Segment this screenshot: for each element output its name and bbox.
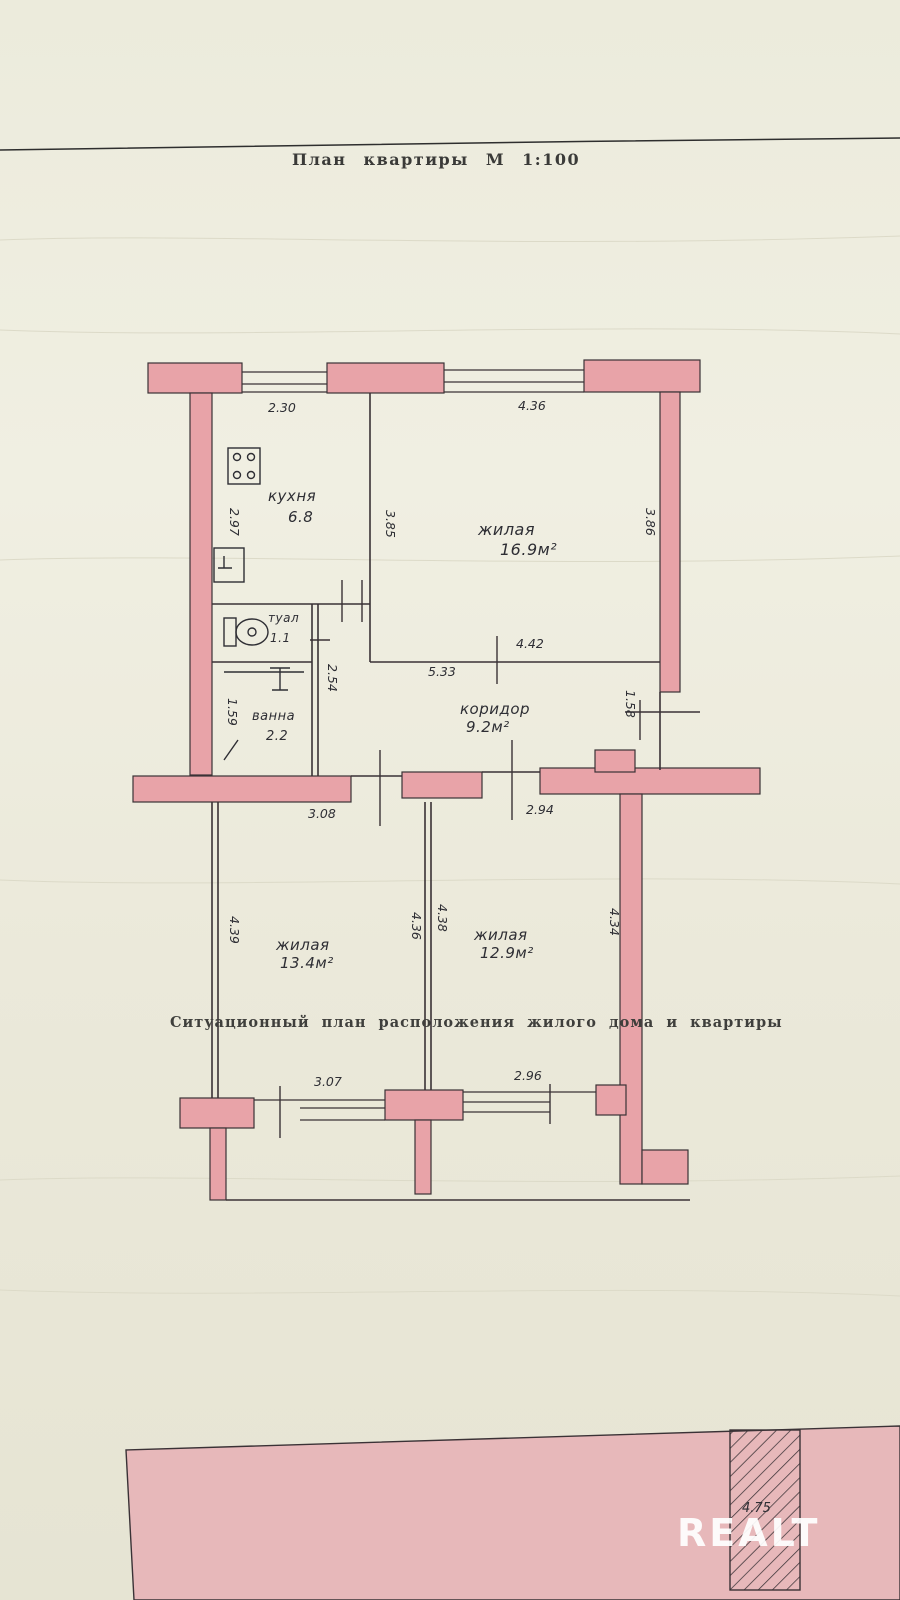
- bath-icon: [223, 667, 304, 761]
- living-left-area: 13.4м²: [280, 954, 334, 972]
- situational-plan-box: [125, 1425, 900, 1600]
- wall-left: [189, 392, 213, 776]
- dim-living-big-bottom: 4.42: [516, 636, 544, 651]
- bathroom-area: 2.2: [266, 729, 289, 744]
- wall-top-left: [147, 362, 243, 394]
- wall-niche: [594, 749, 636, 773]
- living-big-name: жилая: [478, 520, 535, 539]
- dim-corridor-length: 5.33: [428, 664, 456, 679]
- house-hatched-block: [729, 1429, 801, 1591]
- title-word: План: [292, 150, 347, 169]
- corridor-area: 9.2м²: [466, 718, 510, 736]
- paper-texture: [0, 235, 900, 1297]
- living-right-area: 12.9м²: [480, 944, 534, 962]
- door-living-left: [351, 750, 402, 826]
- toilet-area: 1.1: [270, 631, 291, 645]
- title-word: 1:100: [522, 150, 581, 169]
- wall-mid-right: [539, 767, 761, 795]
- wall-top-right: [583, 359, 701, 393]
- page-title: План квартиры М 1:100: [292, 150, 580, 169]
- wall-bottom-middle: [384, 1089, 464, 1121]
- window-kitchen: [242, 371, 327, 393]
- wall-top-middle: [326, 362, 445, 394]
- dim-kitchen-height: 2.97: [227, 508, 242, 536]
- door-kitchen: [341, 580, 363, 622]
- situational-area-label: 4.75: [742, 1501, 771, 1516]
- dim-living-right-bottom: 2.96: [514, 1068, 542, 1083]
- dim-living-left-top: 3.08: [308, 806, 336, 821]
- door-entrance: [625, 700, 700, 740]
- stove-icon: [227, 447, 261, 485]
- kitchen-area: 6.8: [288, 508, 314, 526]
- dim-kitchen-width: 2.30: [268, 400, 296, 415]
- sheet-border-line: [0, 137, 900, 151]
- bathroom-name: ванна: [252, 709, 296, 724]
- wall-bottom-left: [179, 1097, 255, 1129]
- living-right-name: жилая: [474, 926, 528, 944]
- walls: [132, 359, 761, 1201]
- realt-watermark-logo: REALT: [677, 1511, 821, 1555]
- toilet-name: туал: [268, 611, 300, 625]
- sink-icon: [213, 547, 245, 583]
- living-left-name: жилая: [276, 936, 330, 954]
- dim-bath-height: 1.59: [225, 698, 240, 726]
- dim-living-left-height-r: 4.36: [409, 912, 424, 940]
- wall-mid-left: [132, 775, 352, 803]
- dim-living-left-bottom: 3.07: [314, 1074, 342, 1089]
- partitions: [211, 393, 690, 1201]
- window-living-right: [463, 1091, 596, 1113]
- windows: [242, 369, 596, 1121]
- dim-toilet-height: 2.54: [325, 664, 340, 692]
- kitchen-name: кухня: [268, 487, 317, 505]
- wall-bottom-right: [595, 1084, 627, 1116]
- living-big-area: 16.9м²: [500, 540, 558, 559]
- dim-living-right-top: 2.94: [526, 802, 554, 817]
- window-living-big: [444, 369, 584, 393]
- wall-right: [659, 391, 681, 693]
- dim-living-big-height-right: 3.86: [643, 508, 658, 536]
- wall-stub-left: [209, 1127, 227, 1201]
- door-living-right: [482, 740, 540, 820]
- dim-corridor-right: 1.58: [623, 690, 638, 718]
- partition-lower-rooms: [424, 802, 432, 1090]
- wall-stub-middle: [414, 1119, 432, 1195]
- dim-living-left-height-l: 4.39: [227, 916, 242, 944]
- window-living-left: [254, 1099, 385, 1121]
- dim-living-right-height-l: 4.38: [435, 904, 450, 932]
- wall-lower-right: [619, 793, 643, 1185]
- toilet-icon: [223, 617, 269, 647]
- dim-living-right-height-r: 4.34: [607, 908, 622, 936]
- door-marks: [279, 580, 700, 1138]
- wall-mid-center: [401, 771, 483, 799]
- dim-living-big-height-left: 3.85: [383, 510, 398, 538]
- wall-lower-left-lines: [211, 802, 219, 1098]
- title-word: М: [485, 150, 506, 169]
- title-word: квартиры: [363, 150, 469, 169]
- wall-lower-right-foot: [641, 1149, 689, 1185]
- dim-living-big-width: 4.36: [518, 398, 546, 413]
- corridor-name: коридор: [460, 700, 531, 718]
- situational-plan-title: Ситуационный план расположения жилого до…: [170, 1014, 783, 1031]
